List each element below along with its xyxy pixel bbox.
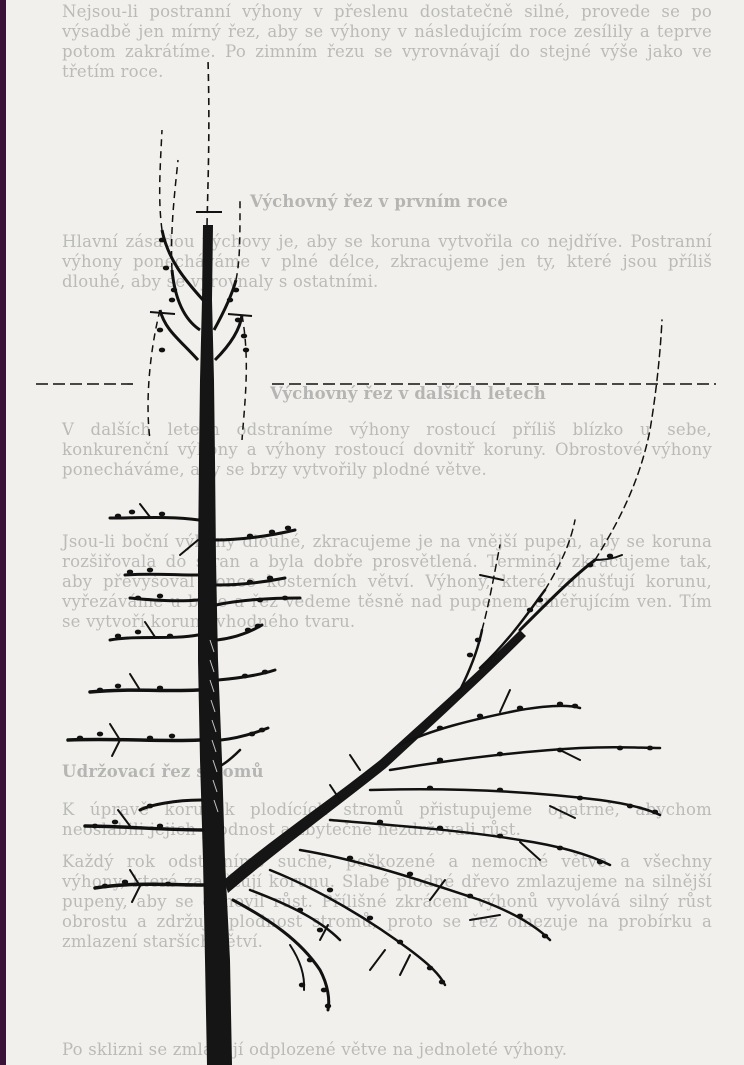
bud bbox=[317, 928, 323, 933]
bud bbox=[497, 834, 503, 839]
bud bbox=[241, 334, 247, 339]
bud bbox=[269, 530, 275, 535]
bud bbox=[262, 670, 268, 675]
bud bbox=[159, 238, 165, 243]
bud bbox=[245, 628, 251, 633]
left-branches bbox=[68, 504, 204, 902]
bud bbox=[135, 596, 141, 601]
bud bbox=[159, 348, 165, 353]
bud bbox=[115, 514, 121, 519]
bud bbox=[227, 298, 233, 303]
bud bbox=[171, 288, 177, 293]
bud bbox=[285, 526, 291, 531]
bud bbox=[597, 860, 603, 865]
bud bbox=[299, 983, 305, 988]
bud bbox=[347, 856, 353, 861]
bud bbox=[477, 714, 483, 719]
bud bbox=[92, 824, 98, 829]
bud bbox=[115, 684, 121, 689]
bud bbox=[321, 988, 327, 993]
bud bbox=[307, 958, 313, 963]
bud bbox=[102, 884, 108, 889]
bud bbox=[439, 980, 445, 985]
bud bbox=[652, 810, 658, 815]
bud bbox=[627, 804, 633, 809]
bud bbox=[497, 788, 503, 793]
bud bbox=[397, 940, 403, 945]
bud bbox=[255, 624, 261, 629]
bud bbox=[247, 580, 253, 585]
bud bbox=[437, 726, 443, 731]
bud bbox=[282, 596, 288, 601]
bud bbox=[537, 598, 543, 603]
bud bbox=[557, 748, 563, 753]
bud-markers bbox=[77, 238, 658, 1009]
bud bbox=[259, 728, 265, 733]
bud bbox=[122, 880, 128, 885]
main-right-scaffold-branch bbox=[224, 320, 662, 1010]
bud bbox=[587, 563, 593, 568]
bud bbox=[467, 653, 473, 658]
leader-pruned-part bbox=[196, 60, 222, 225]
bud bbox=[157, 328, 163, 333]
bud bbox=[159, 512, 165, 517]
bud bbox=[243, 348, 249, 353]
bud bbox=[233, 288, 239, 293]
bud bbox=[167, 634, 173, 639]
bud bbox=[437, 826, 443, 831]
bud bbox=[437, 758, 443, 763]
bud bbox=[267, 576, 273, 581]
bud bbox=[147, 804, 153, 809]
bud bbox=[377, 820, 383, 825]
bud bbox=[367, 916, 373, 921]
bud bbox=[169, 298, 175, 303]
bud bbox=[242, 674, 248, 679]
bud bbox=[77, 736, 83, 741]
bud bbox=[517, 914, 523, 919]
bud bbox=[257, 598, 263, 603]
bud bbox=[557, 702, 563, 707]
bud bbox=[327, 888, 333, 893]
bud bbox=[249, 732, 255, 737]
bud bbox=[97, 688, 103, 693]
bud bbox=[427, 966, 433, 971]
bud bbox=[129, 510, 135, 515]
bud bbox=[247, 534, 253, 539]
bud bbox=[475, 638, 481, 643]
bud bbox=[112, 820, 118, 825]
bud bbox=[157, 686, 163, 691]
bud bbox=[517, 706, 523, 711]
bud bbox=[607, 554, 613, 559]
bud bbox=[169, 734, 175, 739]
bud bbox=[542, 934, 548, 939]
bud bbox=[163, 266, 169, 271]
bud bbox=[467, 894, 473, 899]
bud bbox=[297, 908, 303, 913]
bud bbox=[427, 786, 433, 791]
bud bbox=[577, 796, 583, 801]
bud bbox=[647, 746, 653, 751]
bud bbox=[115, 634, 121, 639]
bud bbox=[572, 704, 578, 709]
bud bbox=[235, 318, 241, 323]
bud bbox=[147, 736, 153, 741]
bud bbox=[165, 882, 171, 887]
bud bbox=[157, 824, 163, 829]
bud bbox=[497, 752, 503, 757]
bud bbox=[557, 846, 563, 851]
bud bbox=[617, 746, 623, 751]
tree-trunk bbox=[198, 225, 232, 1065]
bud bbox=[127, 570, 133, 575]
bud bbox=[527, 608, 533, 613]
bud bbox=[135, 630, 141, 635]
bud bbox=[147, 568, 153, 573]
bud bbox=[407, 872, 413, 877]
bud bbox=[157, 594, 163, 599]
bud bbox=[325, 1004, 331, 1009]
bud bbox=[97, 732, 103, 737]
